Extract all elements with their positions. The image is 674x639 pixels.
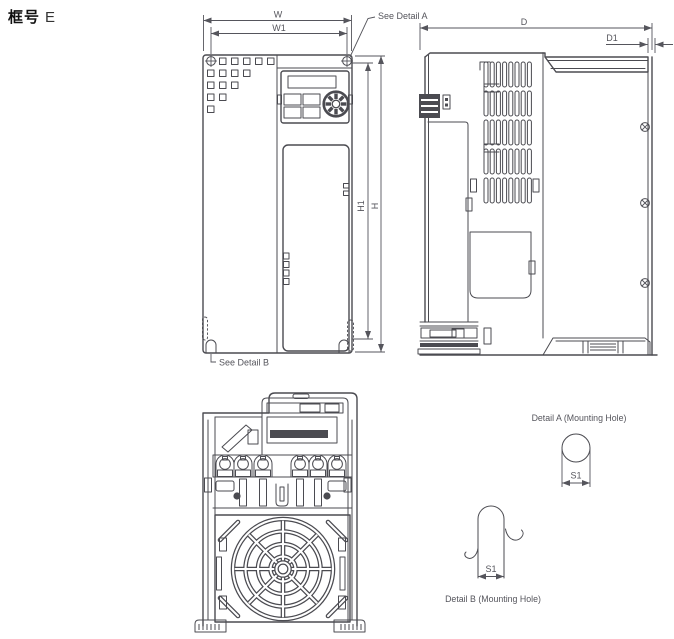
front-dimensions: W W1 H1 H See Detail A See Detail B [203,10,428,368]
fan-clip [219,595,227,610]
detail-b-slot [477,505,505,579]
dim-label-d: D [521,17,528,27]
hinge-right [347,319,354,352]
fan-clip [338,537,346,552]
keypad-dial-icon [322,90,350,118]
corner-gussets [217,519,349,619]
detail-b-right-tab [505,528,524,541]
detail-b-left-tab [464,547,479,559]
divider-vent-squares [283,252,290,285]
terminal-strip [212,454,353,509]
front-connector [419,94,451,118]
front-lower-door [282,144,350,352]
detail-a-title: Detail A (Mounting Hole) [532,413,627,423]
mounting-hole-top-right-icon [341,55,353,67]
side-top-edge [424,52,544,58]
side-terminal-foot [417,321,492,355]
see-detail-a-label: See Detail A [378,11,428,21]
screw-icon [640,278,650,288]
screw-icon [640,122,650,132]
frame-label-cjk: 框号 [8,9,41,26]
foot-clip [483,327,492,345]
control-cover [214,397,353,456]
door-clip [465,197,473,212]
plate-screws [640,122,650,288]
keypad-buttons [283,93,321,119]
bottom-view [194,392,366,633]
right-edge-vent-squares [343,183,350,196]
front-view [202,54,354,354]
hinge-left [202,316,208,341]
side-vented-foot [542,337,651,356]
mounting-notch-bottom-left [205,339,217,353]
dim-label-d1: D1 [606,33,618,43]
bottom-body-outline [202,392,358,627]
bottom-feet [194,619,366,633]
side-dimensions: D D1 [419,17,673,53]
panel-clip [528,260,536,275]
keypad-display [287,75,337,89]
mounting-notch-bottom-right [338,339,350,353]
dim-label-h: H [370,203,380,210]
frame-number-label: 框号 E [8,6,55,27]
frame-label-code: E [45,9,56,26]
keypad-panel [277,70,353,124]
leader-see-detail-a [349,16,376,58]
see-detail-b-label: See Detail B [219,358,269,368]
fan-frame [214,514,351,623]
side-door-outline [427,121,469,323]
dim-label-s1-b: S1 [485,564,496,574]
detail-a-hole [561,433,591,463]
side-lower-panel [469,231,532,299]
screw-icon [640,198,650,208]
dim-label-w: W [274,10,283,20]
fan-grille-icon [217,516,349,622]
vent-clip-right [532,178,540,193]
fan-clip [338,595,346,610]
leader-see-detail-b [210,354,216,363]
fan-clip [219,537,227,552]
vent-clip-left [470,178,477,193]
dim-label-s1-a: S1 [570,471,581,481]
keypad-side-tab-left [277,94,282,105]
terminal-lugs [215,478,347,507]
detail-b: S1 Detail B (Mounting Hole) [445,505,541,604]
heatsink-vents [470,61,540,204]
side-view [417,52,658,356]
detail-a: Detail A (Mounting Hole) S1 [532,413,627,487]
mounting-plate [542,52,653,356]
detail-b-title: Detail B (Mounting Hole) [445,594,541,604]
dim-label-w1: W1 [272,23,286,33]
vent-hole-grid [207,57,275,113]
dim-label-h1: H1 [356,200,366,212]
fan-section [214,514,351,623]
terminals [215,454,347,478]
mounting-hole-top-left-icon [205,55,217,67]
